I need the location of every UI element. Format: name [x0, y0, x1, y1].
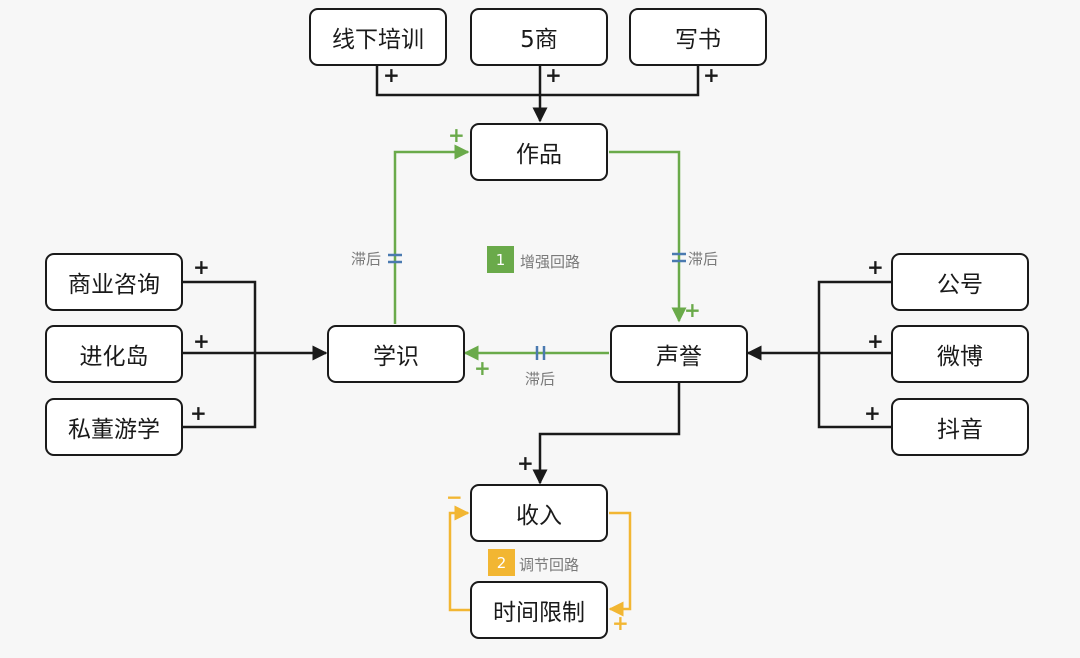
- plus-sign: +: [517, 451, 534, 475]
- left-inputs-links: [183, 280, 328, 429]
- plus-sign: +: [612, 611, 629, 635]
- reinforcing-loop-label: 增强回路: [520, 253, 581, 271]
- plus-sign: +: [193, 329, 210, 353]
- minus-sign: −: [446, 485, 463, 509]
- plus-sign: +: [383, 63, 400, 87]
- plus-sign: +: [474, 356, 491, 380]
- node-evolution-island: 进化岛: [45, 325, 183, 383]
- node-time-limit: 时间限制: [470, 581, 608, 639]
- node-income: 收入: [470, 484, 608, 542]
- node-knowledge: 学识: [327, 325, 465, 383]
- node-works: 作品: [470, 123, 608, 181]
- plus-sign: +: [190, 401, 207, 425]
- right-inputs-links: [746, 280, 891, 429]
- node-wechat-official-account: 公号: [891, 253, 1029, 311]
- balancing-loop-badge: 2: [488, 549, 515, 576]
- balancing-loop-label: 调节回路: [519, 556, 580, 574]
- node-business-consulting: 商业咨询: [45, 253, 183, 311]
- delay-label-right: 滞后: [688, 250, 719, 268]
- node-private-board-study-tour: 私董游学: [45, 398, 183, 456]
- node-reputation: 声誉: [610, 325, 748, 383]
- node-offline-training: 线下培训: [309, 8, 447, 66]
- plus-sign: +: [867, 329, 884, 353]
- node-douyin: 抖音: [891, 398, 1029, 456]
- plus-sign: +: [703, 63, 720, 87]
- delay-markers: [388, 252, 686, 360]
- plus-sign: +: [864, 401, 881, 425]
- delay-label-bottom: 滞后: [525, 370, 556, 388]
- balancing-loop-links: [448, 505, 632, 617]
- plus-sign: +: [545, 63, 562, 87]
- reputation-to-income-link: [532, 383, 681, 485]
- plus-sign: +: [448, 123, 465, 147]
- node-write-book: 写书: [629, 8, 767, 66]
- top-inputs-links: [375, 66, 700, 123]
- plus-sign: +: [867, 255, 884, 279]
- plus-sign: +: [193, 255, 210, 279]
- node-five-shang: 5商: [470, 8, 608, 66]
- delay-label-left: 滞后: [351, 250, 382, 268]
- node-weibo: 微博: [891, 325, 1029, 383]
- plus-sign: +: [684, 298, 701, 322]
- reinforcing-loop-badge: 1: [487, 246, 514, 273]
